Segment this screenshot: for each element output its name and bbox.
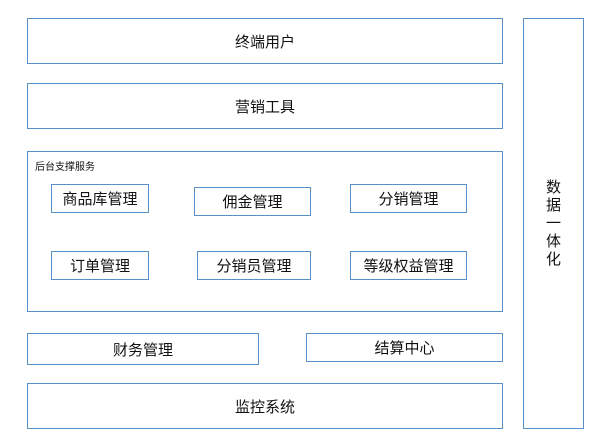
module-tier-benefits-label: 等级权益管理 xyxy=(363,257,454,275)
backend-services-container: 后台支撑服务 xyxy=(27,151,503,312)
module-commission-label: 佣金管理 xyxy=(222,193,283,211)
finance-layer: 财务管理 xyxy=(27,333,259,365)
module-orders: 订单管理 xyxy=(51,251,149,280)
backend-services-label: 后台支撑服务 xyxy=(35,162,95,173)
module-commission: 佣金管理 xyxy=(194,187,311,216)
end-users-label: 终端用户 xyxy=(234,32,295,51)
module-tier-benefits: 等级权益管理 xyxy=(350,251,467,280)
monitoring-layer: 监控系统 xyxy=(27,383,503,429)
module-orders-label: 订单管理 xyxy=(69,257,130,275)
module-product-library: 商品库管理 xyxy=(51,184,149,213)
marketing-tools-label: 营销工具 xyxy=(234,97,295,116)
data-integration-label: 数据一体化 xyxy=(544,178,562,269)
end-users-layer: 终端用户 xyxy=(27,18,503,64)
settlement-layer: 结算中心 xyxy=(306,333,503,362)
module-distributors-label: 分销员管理 xyxy=(216,257,292,275)
module-distribution-label: 分销管理 xyxy=(378,190,439,208)
module-distribution: 分销管理 xyxy=(350,184,467,213)
monitoring-label: 监控系统 xyxy=(234,397,295,416)
data-integration-panel: 数据一体化 xyxy=(523,18,584,429)
module-distributors: 分销员管理 xyxy=(197,251,311,280)
finance-label: 财务管理 xyxy=(112,340,173,359)
module-product-library-label: 商品库管理 xyxy=(62,190,138,208)
marketing-tools-layer: 营销工具 xyxy=(27,83,503,129)
settlement-label: 结算中心 xyxy=(374,339,435,357)
